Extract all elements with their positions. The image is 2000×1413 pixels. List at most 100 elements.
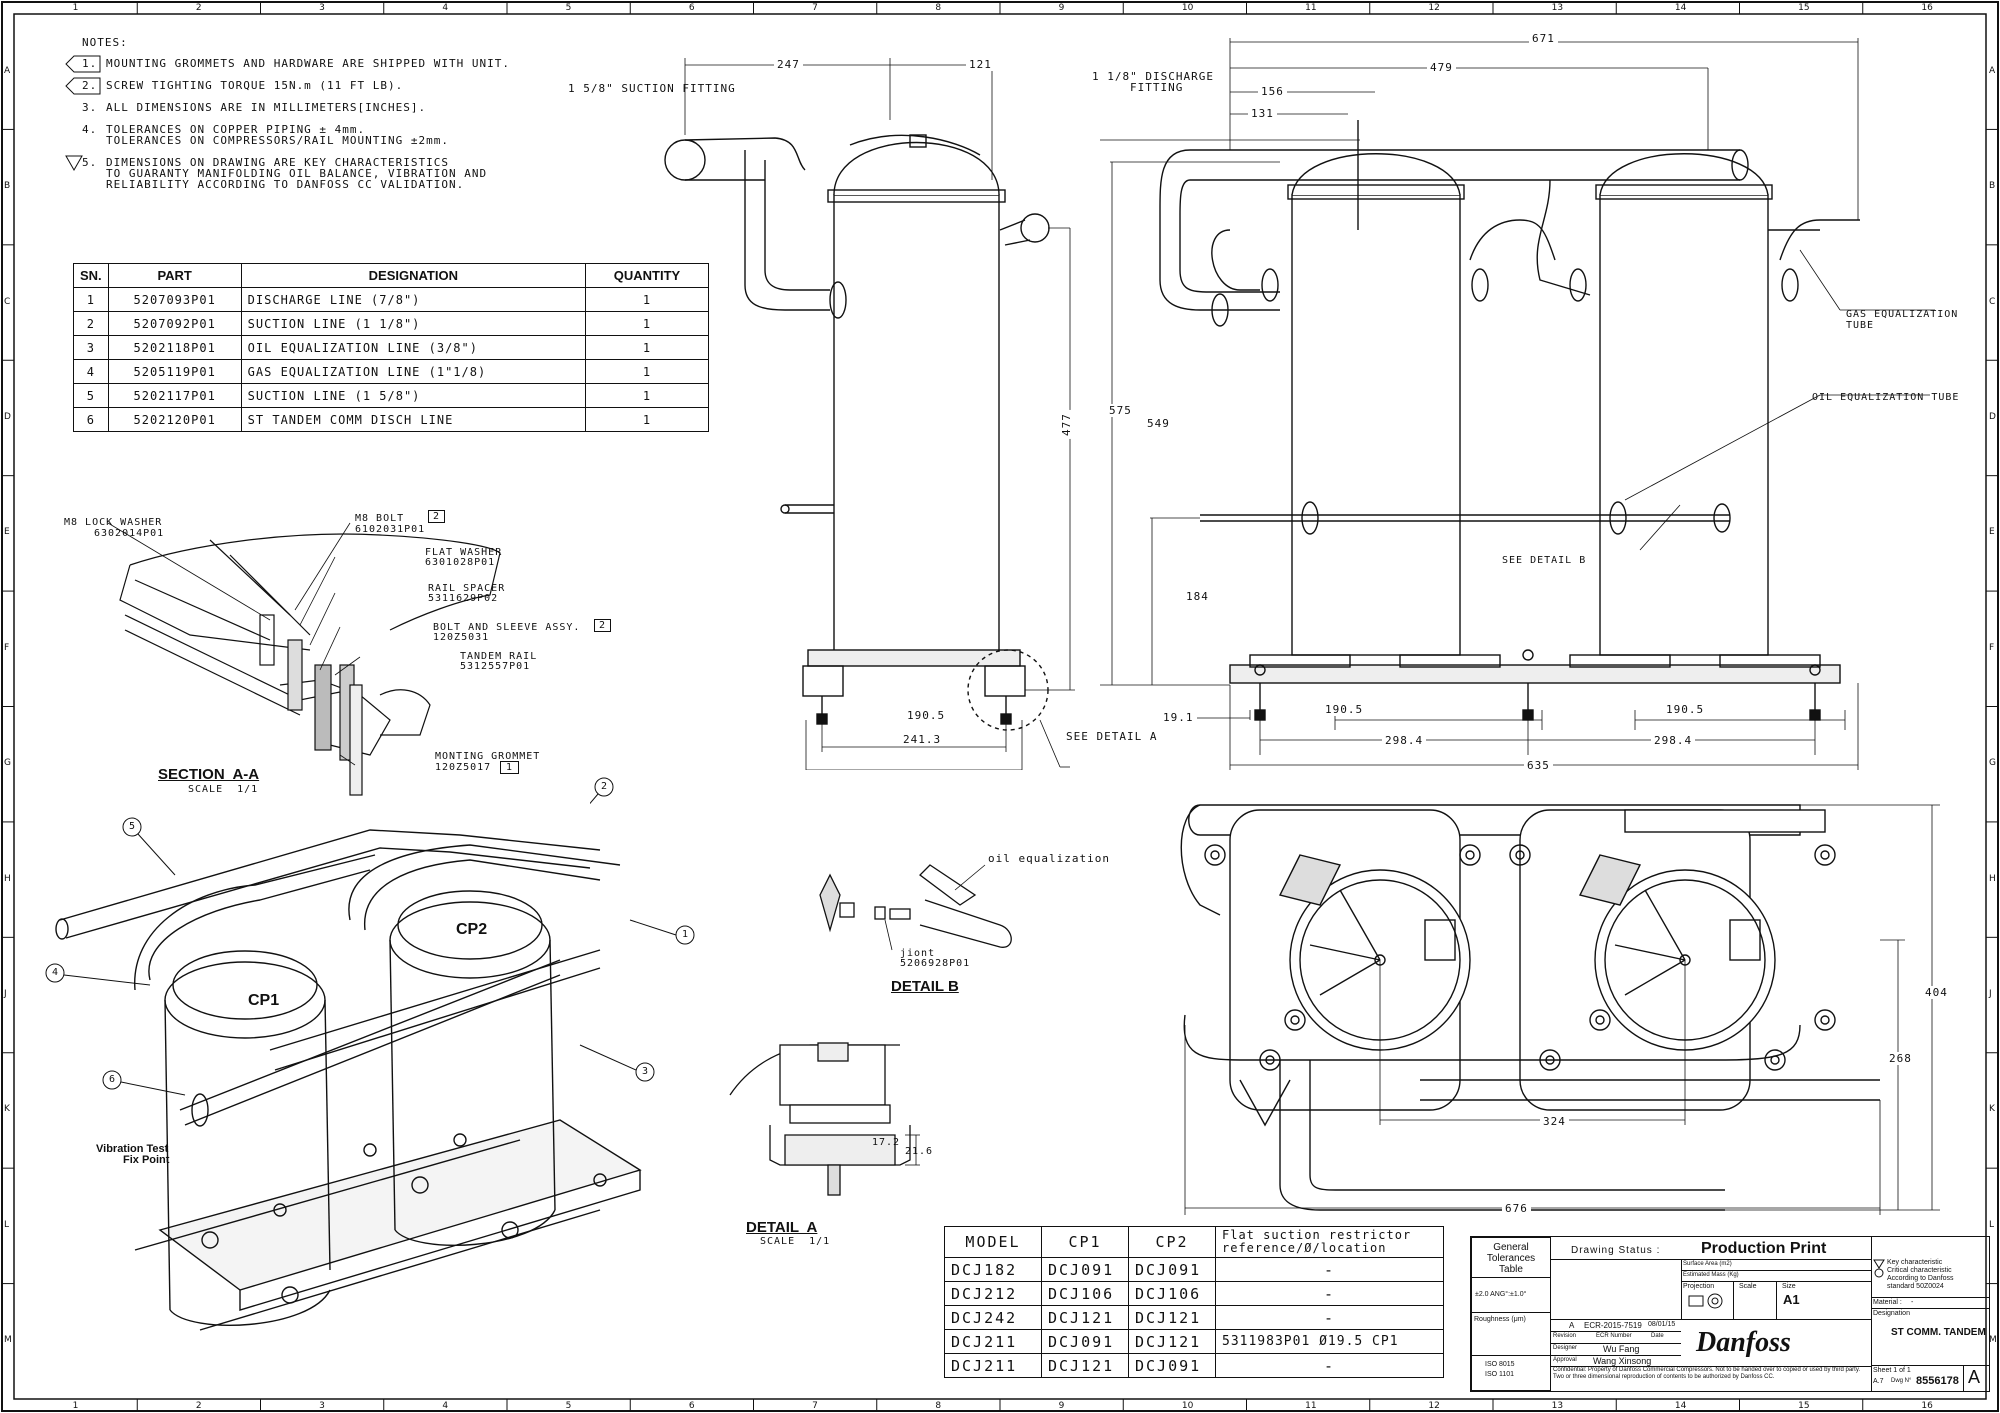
- parts-number: 5202120P01: [107, 407, 242, 432]
- column-label: 11: [1305, 1401, 1317, 1411]
- row-label: L: [1989, 1219, 1995, 1230]
- column-label: 8: [935, 3, 942, 13]
- a7-label: A.7: [1873, 1378, 1884, 1385]
- model-header-restrictor-2: reference/Ø/location: [1222, 1241, 1387, 1255]
- ecr-date: 08/01/15: [1648, 1321, 1676, 1328]
- model-cell: DCJ106: [1128, 1281, 1216, 1306]
- parts-designation: ST TANDEM COMM DISCH LINE: [240, 407, 587, 432]
- lock-washer-pn: 6302014P01: [94, 528, 165, 539]
- parts-number: 5207092P01: [107, 311, 242, 336]
- column-label: 10: [1181, 1401, 1194, 1411]
- joint-label: jiont: [900, 948, 936, 959]
- tolerance-column: [1471, 1237, 1551, 1391]
- cp2-label: CP2: [456, 921, 488, 938]
- row-label: C: [4, 296, 11, 307]
- row-label: D: [4, 411, 11, 422]
- parts-designation: SUCTION LINE (1 5/8"): [240, 383, 587, 408]
- column-label: 5: [565, 3, 572, 13]
- note-5-text2: TO GUARANTY MANIFOLDING OIL BALANCE, VIB…: [106, 167, 488, 180]
- column-label: 1: [72, 3, 79, 13]
- column-label: 4: [442, 3, 449, 13]
- dim-575: 575: [1106, 404, 1135, 417]
- balloon-5-label: 5: [129, 821, 137, 832]
- tandem-rail-pn: 5312557P01: [460, 661, 531, 672]
- dim-479: 479: [1427, 61, 1456, 74]
- designer-label: Designer: [1553, 1345, 1578, 1351]
- parts-number: 5202117P01: [107, 383, 242, 408]
- model-cell: -: [1215, 1305, 1444, 1330]
- note-4-num: 4.: [82, 123, 98, 136]
- column-label: 9: [1058, 1401, 1065, 1411]
- parts-header-part: PART: [107, 263, 242, 288]
- grommet-note-flag: 1: [500, 761, 520, 774]
- model-header-model: MODEL: [944, 1226, 1042, 1258]
- parts-sn: 1: [73, 287, 109, 312]
- parts-number: 5207093P01: [107, 287, 242, 312]
- column-label: 7: [812, 3, 818, 13]
- row-label: F: [1989, 642, 1995, 653]
- dim-324: 324: [1540, 1115, 1569, 1128]
- balloon-6-label: 6: [109, 1074, 117, 1085]
- parts-sn: 5: [73, 383, 109, 408]
- danfoss-logo: Danfoss: [1696, 1327, 1791, 1358]
- gas-equalization-label: GAS EQUALIZATION: [1846, 309, 1959, 320]
- model-cell: DCJ182: [944, 1257, 1042, 1282]
- standard-text: standard 50Z0024: [1887, 1283, 1944, 1290]
- confidential-notice: Confidential: Property of Danfoss Commer…: [1553, 1367, 1861, 1380]
- bolt-note-flag: 2: [428, 510, 446, 523]
- side-elevation-view: [664, 58, 1075, 770]
- column-label: 2: [195, 3, 202, 13]
- model-cell: DCJ211: [944, 1329, 1042, 1354]
- detail-a-drawing: [729, 1042, 920, 1196]
- cp1-label: CP1: [248, 992, 280, 1009]
- dim-184: 184: [1183, 590, 1212, 603]
- parts-qty: 1: [585, 359, 709, 384]
- balloon-2: [590, 777, 614, 805]
- parts-designation: OIL EQUALIZATION LINE (3/8"): [240, 335, 587, 360]
- characteristic-icons: [1873, 1259, 1885, 1278]
- model-cell: DCJ091: [1041, 1257, 1129, 1282]
- column-label: 6: [688, 1401, 695, 1411]
- section-aa-scale: SCALE 1/1: [188, 784, 259, 795]
- column-label: 8: [935, 1401, 942, 1411]
- parts-sn: 3: [73, 335, 109, 360]
- critical-characteristic: Critical characteristic: [1887, 1267, 1952, 1274]
- model-cell: -: [1215, 1257, 1444, 1282]
- approval-label: Approval: [1553, 1357, 1577, 1363]
- column-label: 4: [442, 1401, 449, 1411]
- scale-label: Scale: [1739, 1283, 1757, 1290]
- detail-a-scale: SCALE 1/1: [760, 1236, 831, 1247]
- lock-washer-label: M8 LOCK WASHER: [64, 517, 163, 528]
- designation-value: ST COMM. TANDEM: [1891, 1327, 1986, 1338]
- model-cell: DCJ212: [944, 1281, 1042, 1306]
- rail-spacer-label: RAIL SPACER: [428, 583, 506, 594]
- flat-washer-pn: 6301028P01: [425, 557, 496, 568]
- column-label: 3: [319, 3, 325, 13]
- row-label: E: [4, 527, 10, 538]
- dim-671: 671: [1529, 32, 1558, 45]
- model-header-cp1: CP1: [1041, 1226, 1129, 1258]
- model-cell: -: [1215, 1281, 1444, 1306]
- model-cell: DCJ121: [1041, 1305, 1129, 1330]
- gas-equalization-label-2: TUBE: [1846, 320, 1875, 331]
- model-cell: -: [1215, 1353, 1444, 1378]
- parts-sn: 2: [73, 311, 109, 336]
- model-cell: 5311983P01 Ø19.5 CP1: [1215, 1329, 1444, 1354]
- column-label: 12: [1428, 3, 1440, 13]
- note-4-text2: TOLERANCES ON COMPRESSORS/RAIL MOUNTING …: [106, 134, 450, 147]
- dim-404: 404: [1922, 986, 1951, 999]
- balloon-2-label: 2: [601, 781, 609, 792]
- dim-549: 549: [1144, 417, 1173, 430]
- row-label: H: [1989, 873, 1996, 884]
- column-label: 15: [1798, 1401, 1810, 1411]
- vibration-label: Vibration Test: [96, 1143, 169, 1155]
- row-label: H: [4, 873, 11, 884]
- top-plan-view: [1180, 804, 1940, 1215]
- parts-designation: GAS EQUALIZATION LINE (1"1/8): [240, 359, 587, 384]
- row-label: B: [4, 181, 11, 192]
- grommet-pn: 120Z5017: [435, 762, 492, 773]
